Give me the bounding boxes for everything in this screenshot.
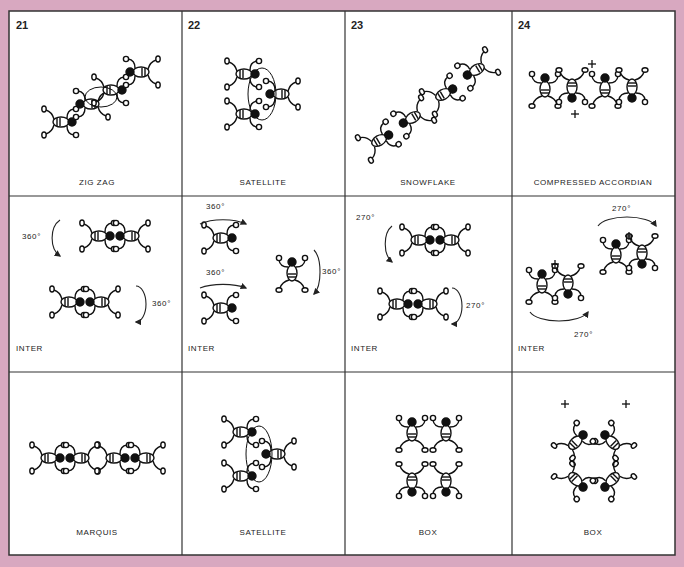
formation-name: BOX: [584, 528, 603, 538]
rotation-degrees: 360°: [206, 268, 225, 278]
cell-number: 23: [351, 19, 363, 31]
cell-number: 22: [188, 19, 200, 31]
formation-name: COMPRESSED ACCORDIAN: [534, 178, 653, 188]
rotation-degrees: 270°: [574, 330, 593, 340]
rotation-degrees: 360°: [206, 202, 225, 212]
rotation-degrees: 270°: [356, 213, 375, 223]
formation-name: SNOWFLAKE: [400, 178, 456, 188]
rotation-degrees: 360°: [22, 232, 41, 242]
rotation-degrees: 360°: [322, 267, 341, 277]
cell-number: 24: [518, 19, 530, 31]
formation-name: ZIG ZAG: [79, 178, 115, 188]
formation-name: SATELLITE: [239, 178, 286, 188]
inter-label: INTER: [16, 344, 43, 354]
formation-name: MARQUIS: [76, 528, 118, 538]
rotation-degrees: 270°: [466, 301, 485, 311]
inter-label: INTER: [351, 344, 378, 354]
formation-name: BOX: [419, 528, 438, 538]
rotation-degrees: 360°: [152, 299, 171, 309]
inter-label: INTER: [518, 344, 545, 354]
cell-number: 21: [16, 19, 28, 31]
rotation-degrees: 270°: [612, 204, 631, 214]
formation-name: SATELLITE: [239, 528, 286, 538]
inter-label: INTER: [188, 344, 215, 354]
